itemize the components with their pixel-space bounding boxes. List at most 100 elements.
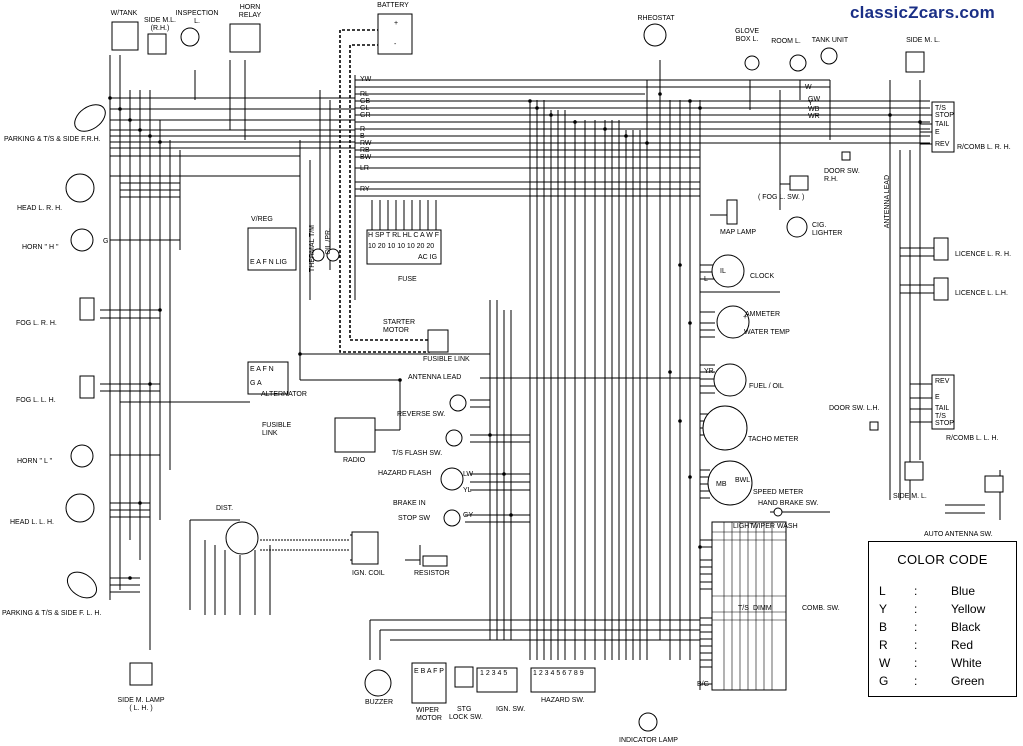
label-stop-sw: STOP SW bbox=[398, 515, 431, 522]
label-hazard-flash: HAZARD FLASH bbox=[378, 470, 432, 477]
label-wiper-motor-a: WIPER bbox=[416, 707, 439, 714]
label-brake-in: BRAKE IN bbox=[393, 500, 426, 507]
label-rcomb-rh: R/COMB L. R. H. bbox=[957, 144, 1011, 151]
label-map-lamp: MAP LAMP bbox=[720, 229, 757, 236]
thermal-tm-symbol bbox=[311, 248, 325, 262]
side-ml-top-box bbox=[905, 51, 925, 73]
label-licence-rh: LICENCE L. R. H. bbox=[955, 251, 1012, 258]
label-wtank: W/TANK bbox=[110, 10, 138, 17]
ign-coil-box bbox=[351, 531, 379, 565]
legend-color-name: Blue bbox=[951, 584, 976, 598]
rcomb-lh-box bbox=[931, 374, 955, 430]
label-fuel-oil: FUEL / OIL bbox=[749, 383, 784, 390]
label-inspection-b: L. bbox=[194, 18, 200, 25]
wire-w: W bbox=[805, 84, 812, 91]
label-room: ROOM L. bbox=[771, 38, 801, 45]
label-parking-frh: PARKING & T/S & SIDE F.R.H. bbox=[4, 136, 101, 143]
wire-r: R bbox=[360, 126, 366, 133]
comb-dimm-hdr: DIMM bbox=[753, 605, 772, 612]
label-side-ml-lh: SIDE M. L. bbox=[893, 493, 927, 500]
legend-sep: : bbox=[914, 620, 918, 634]
hand-brake-sw-symbol bbox=[773, 507, 783, 517]
label-side-ml-lamp-a: SIDE M. LAMP bbox=[117, 697, 165, 704]
label-vreg: V/REG bbox=[251, 216, 273, 223]
resistor-box bbox=[422, 555, 448, 567]
glove-box-lamp bbox=[744, 55, 760, 71]
harness-horizontal-top bbox=[100, 79, 930, 593]
legend-title: COLOR CODE bbox=[897, 552, 988, 567]
label-horn-relay-a: HORN bbox=[239, 4, 261, 11]
door-sw-lh-sym bbox=[869, 421, 879, 431]
rheostat-symbol bbox=[643, 23, 667, 47]
label-door-sw-rh-b: R.H. bbox=[824, 176, 838, 183]
label-alternator: ALTERNATOR bbox=[261, 391, 307, 398]
legend-row: W : White bbox=[869, 656, 1016, 674]
label-glove-b: BOX L. bbox=[735, 36, 759, 43]
wire-gr: GR bbox=[360, 112, 371, 119]
wire-wr: WR bbox=[808, 113, 820, 120]
label-fog-lsw: ( FOG L. SW. ) bbox=[758, 194, 805, 201]
label-head-lh: HEAD L. L. H. bbox=[10, 519, 54, 526]
label-hazard-sw: HAZARD SW. bbox=[541, 697, 585, 704]
label-cig-a: CIG. bbox=[812, 222, 827, 229]
label-starter-b: MOTOR bbox=[383, 327, 409, 334]
legend-sep: : bbox=[914, 602, 918, 616]
wire-gb: GB bbox=[360, 98, 371, 105]
wire-lr: LR bbox=[360, 165, 369, 172]
label-rcomb-lh: R/COMB L. L. H. bbox=[946, 435, 999, 442]
comb-ts-hdr: T/S bbox=[738, 605, 749, 612]
comb-sw-grid bbox=[712, 522, 786, 690]
junction-dots bbox=[108, 92, 922, 580]
legend-code: L bbox=[879, 584, 886, 598]
label-fog-rh: FOG L. R. H. bbox=[16, 320, 57, 327]
legend-code: W bbox=[879, 656, 891, 670]
licence-rh-box bbox=[933, 237, 949, 261]
starter-solenoid bbox=[427, 329, 449, 353]
parking-flh-lamp bbox=[66, 571, 98, 599]
vreg-box bbox=[247, 227, 297, 271]
label-battery: BATTERY bbox=[377, 2, 409, 9]
wire-rw: RW bbox=[360, 140, 372, 147]
wire-rl: RL bbox=[360, 91, 369, 98]
label-fuse: FUSE bbox=[398, 276, 417, 283]
rt-stop: STOP bbox=[935, 112, 954, 119]
legend-color-name: Red bbox=[951, 638, 974, 652]
label-speedo: SPEED METER bbox=[753, 489, 804, 496]
haz-terms: 1 2 3 4 5 6 7 8 9 bbox=[533, 670, 584, 677]
cig-lighter-symbol bbox=[786, 216, 808, 238]
wire-g: G bbox=[103, 238, 109, 245]
label-ts-flash-sw: T/S FLASH SW. bbox=[392, 450, 443, 457]
label-glove-a: GLOVE bbox=[734, 28, 760, 35]
label-reverse-sw: REVERSE SW. bbox=[397, 411, 446, 418]
label-horn-l: HORN " L " bbox=[17, 458, 53, 465]
rt-ts: T/S bbox=[935, 105, 946, 112]
hazard-flash-symbol bbox=[440, 467, 464, 491]
legend-color-name: White bbox=[951, 656, 982, 670]
legend-code: G bbox=[879, 674, 889, 688]
label-thermal-tm: THERMAL T/M bbox=[309, 225, 316, 273]
label-stg-lock-b: LOCK SW. bbox=[449, 714, 483, 721]
comb-light-hdr: LIGHT bbox=[733, 523, 754, 530]
label-horn-h: HORN " H " bbox=[22, 244, 59, 251]
map-lamp-box bbox=[726, 199, 738, 225]
horn-l-symbol bbox=[70, 444, 94, 468]
legend-code: B bbox=[879, 620, 888, 634]
lt-e: E bbox=[935, 394, 940, 401]
label-fusible-link: FUSIBLE bbox=[262, 422, 292, 429]
legend-code: Y bbox=[879, 602, 888, 616]
legend-row: G : Green bbox=[869, 674, 1016, 692]
battery-cable bbox=[339, 29, 430, 353]
oil-pr-symbol bbox=[326, 248, 340, 262]
auto-antenna-box bbox=[984, 475, 1004, 493]
rt-tail: TAIL bbox=[935, 121, 950, 128]
label-side-ml-lamp-b: ( L. H. ) bbox=[129, 705, 153, 712]
legend-row: Y : Yellow bbox=[869, 602, 1016, 620]
label-side-ml-rh-a: SIDE M.L. bbox=[144, 17, 176, 24]
side-ml-rh-box bbox=[147, 33, 167, 55]
label-antenna-lead: ANTENNA LEAD bbox=[408, 374, 462, 381]
speedo-dial bbox=[707, 460, 753, 506]
fuse-acig: AC IG bbox=[418, 254, 438, 261]
lt-rev: REV bbox=[935, 378, 950, 385]
label-fog-lh: FOG L. L. H. bbox=[16, 397, 56, 404]
